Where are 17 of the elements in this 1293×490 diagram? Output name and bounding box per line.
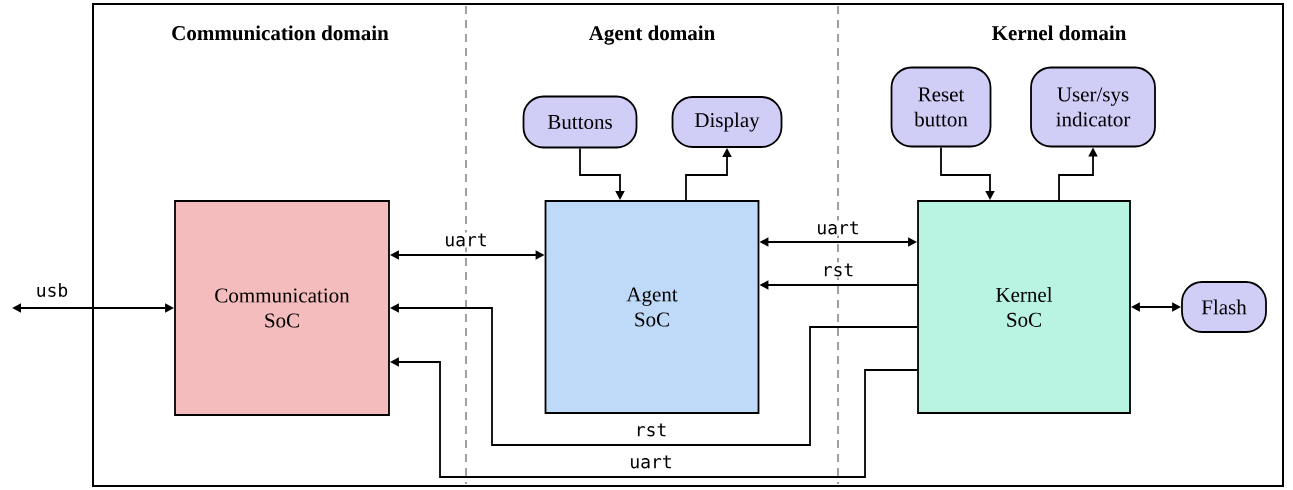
edge-label: rst bbox=[820, 262, 856, 278]
soc-box: Kernel SoC bbox=[917, 200, 1131, 414]
rounded-box: Display bbox=[671, 96, 783, 148]
edge-label: rst bbox=[633, 422, 669, 438]
domain-heading: Kernel domain bbox=[992, 25, 1127, 41]
rounded-box: Buttons bbox=[522, 95, 638, 149]
rounded-box: Flash bbox=[1181, 281, 1267, 333]
rounded-box: Reset button bbox=[890, 66, 992, 148]
edge-label: usb bbox=[34, 282, 70, 298]
domain-heading: Agent domain bbox=[588, 25, 715, 45]
soc-box: Agent SoC bbox=[544, 200, 760, 414]
domain-heading: Communication domain bbox=[172, 25, 389, 41]
rounded-box: User/sys indicator bbox=[1030, 66, 1156, 148]
edge-label: uart bbox=[443, 232, 489, 248]
soc-box: Communication SoC bbox=[174, 200, 390, 416]
edge-label: uart bbox=[628, 454, 674, 470]
edge-label: uart bbox=[815, 220, 861, 236]
